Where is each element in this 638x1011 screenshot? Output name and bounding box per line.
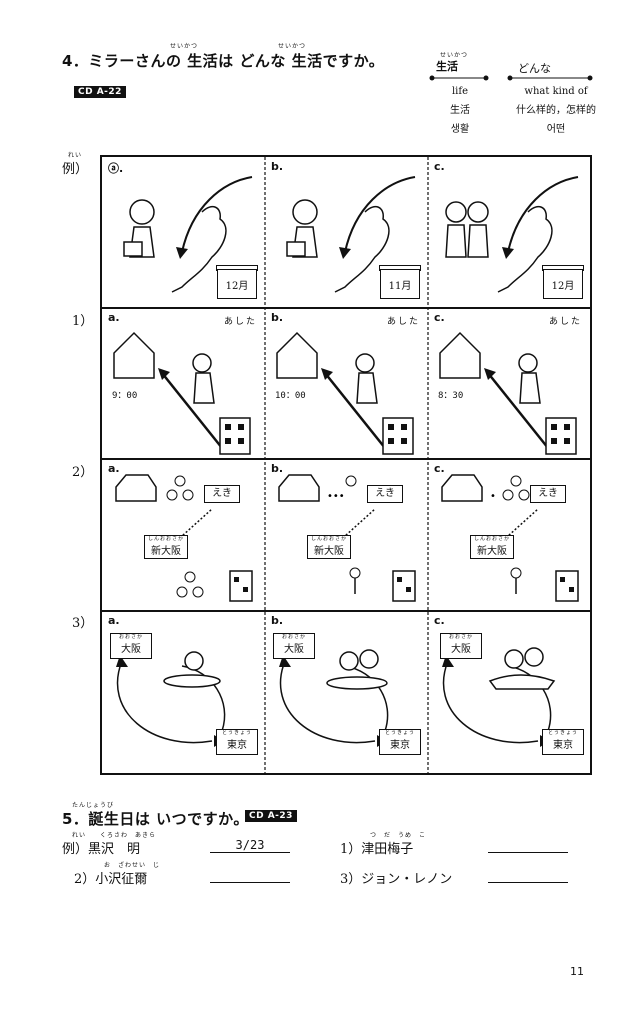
cell-letter: a. [108,311,120,324]
cell-ex-c: c. 12月 [428,157,590,308]
shin-osaka-sign: しんおおさか新大阪 [307,535,351,559]
cell-letter: b. [271,614,284,627]
cell-2-c: c. • えき しんおおさか新大阪 [428,459,590,611]
ex5-example-answer: 3/23 [210,838,290,853]
ashita-label: あした [386,317,420,327]
vocab-ko-1: 생활 [450,124,470,135]
ex5-example-label: 例）黒沢 明 [62,842,141,857]
ashita-label: あした [223,317,257,327]
svg-text:•: • [490,491,496,502]
vocab-divider [429,75,593,81]
title-ruby-2: せいかつ [278,43,307,50]
vocab-col-1: life 生活 생활 [420,86,500,135]
picture-grid: ⓐ. 12月 b. 11月 c. [100,155,592,775]
cell-1-c: c. あした 8：30 [428,308,590,459]
route-illustration: ••• [278,474,416,602]
time-label: 8：30 [438,391,464,401]
commute-illustration [276,331,414,455]
vocab-col-2: what kind of 什么样的，怎样的 어떤 [506,86,606,135]
cell-2-a: a. えき しんおおさか新大阪 [102,459,265,611]
station-sign: えき [367,485,403,503]
shin-osaka-sign: しんおおさか新大阪 [470,535,514,559]
cell-letter: b. [271,160,284,173]
exercise-4-title: 4．ミラーさんの 生活は どんな 生活ですか。 [62,52,385,70]
cell-letter: c. [434,160,445,173]
travel-illustration [442,647,556,747]
osaka-sign: おおさか大阪 [440,633,482,659]
ex5-q1-answer[interactable] [488,838,568,853]
shin-osaka-sign: しんおおさか新大阪 [144,535,188,559]
ex5-q3-answer[interactable] [488,868,568,883]
calendar-icon: 12月 [542,265,584,299]
ex5-q2-label: 2）小沢征爾 [74,872,148,887]
cd-track-badge[interactable]: CD A-22 [74,86,126,98]
vocab-box: せいかつ 生活 どんな life 生活 생활 what kind of 什么样的… [420,50,610,140]
page-number: 11 [570,965,584,978]
japan-map-illustration [286,176,416,293]
travel-illustration [116,651,226,747]
commute-illustration [439,331,577,455]
ex5-title-ruby: たんじょうび [72,802,115,809]
cell-letter: a. [108,614,120,627]
station-sign: えき [204,485,240,503]
cell-letter: b. [271,311,284,324]
osaka-sign: おおさか大阪 [273,633,315,659]
cell-letter: c. [434,462,445,475]
travel-illustration [279,649,389,747]
cell-3-c: c. おおさか大阪 とうきょう東京 [428,611,590,773]
cell-2-b: b. ••• えき しんおおさか新大阪 [265,459,428,611]
cell-letter: ⓐ. [108,162,124,175]
row-label-example: 例） [62,162,89,177]
row-label-1: 1） [72,314,94,329]
ex5-q1-label: 1）津田梅子 [340,842,414,857]
ex5-q2-ruby: お ざわせい じ [104,862,161,869]
row-label-3: 3） [72,616,94,631]
tokyo-sign: とうきょう東京 [542,729,584,755]
vocab-ruby: せいかつ [440,52,469,59]
vocab-ko-2: 어떤 [546,124,566,135]
route-illustration [115,474,253,602]
cell-1-b: b. あした 10：00 [265,308,428,459]
ex5-q3-label: 3）ジョン・レノン [340,872,453,887]
cell-ex-a: ⓐ. 12月 [102,157,265,308]
row-label-2: 2） [72,465,94,480]
ex5-q1-ruby: つ だ うめ こ [370,832,427,839]
time-label: 10：00 [275,391,306,401]
cell-3-b: b. おおさか大阪 とうきょう東京 [265,611,428,773]
station-sign: えき [530,485,566,503]
tokyo-sign: とうきょう東京 [379,729,421,755]
cell-letter: a. [108,462,120,475]
vocab-en-1: life [451,86,468,97]
cell-1-a: a. あした 9：00 [102,308,265,459]
calendar-icon: 12月 [216,265,258,299]
ashita-label: あした [548,317,582,327]
ex5-example-ruby: れい くろさわ あきら [72,832,157,839]
title-ruby-1: せいかつ [170,43,199,50]
ex5-q2-answer[interactable] [210,868,290,883]
cell-letter: b. [271,462,284,475]
japan-map-illustration [445,176,579,293]
time-label: 9：00 [112,391,138,401]
calendar-icon: 11月 [379,265,421,299]
svg-text:•••: ••• [327,491,345,502]
vocab-word-1: 生活 [436,60,458,73]
cd-track-badge-5[interactable]: CD A-23 [245,810,297,822]
vocab-en-2: what kind of [524,86,588,97]
row-ex-ruby: れい [68,152,83,159]
japan-map-illustration [123,176,253,293]
route-illustration: • [441,474,579,602]
cell-letter: c. [434,614,445,627]
commute-illustration [113,331,251,455]
grid-lines [102,157,590,773]
cell-letter: c. [434,311,445,324]
osaka-sign: おおさか大阪 [110,633,152,659]
vocab-zh-2: 什么样的，怎样的 [516,105,596,116]
cell-3-a: a. おおさか大阪 とうきょう東京 [102,611,265,773]
vocab-zh-1: 生活 [450,105,470,116]
cell-ex-b: b. 11月 [265,157,428,308]
exercise-5-title: 5．誕生日は いつですか。 [62,810,249,828]
tokyo-sign: とうきょう東京 [216,729,258,755]
vocab-word-2: どんな [518,62,551,75]
